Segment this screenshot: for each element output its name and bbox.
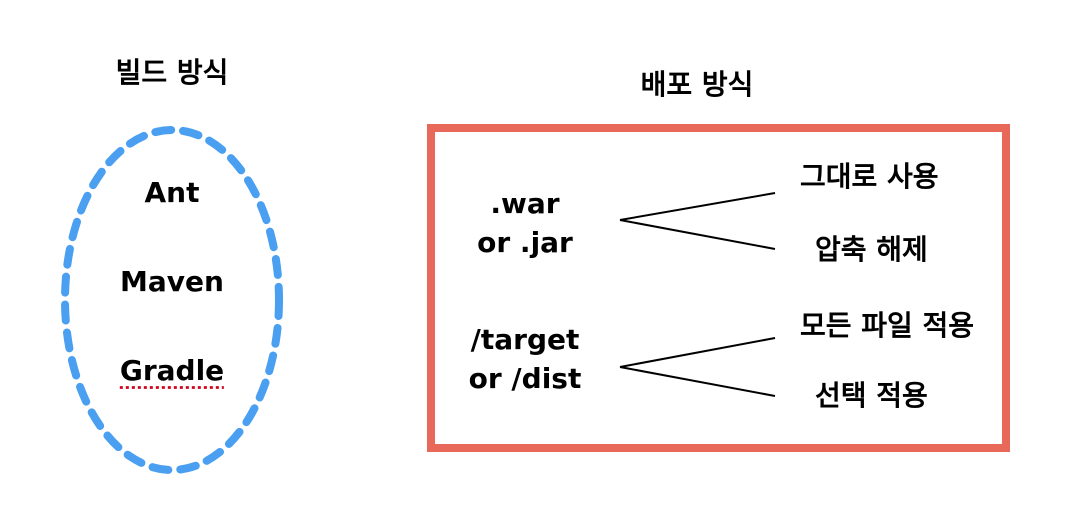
- build-method-title-text: 빌드 방식: [115, 56, 229, 89]
- build-tool-gradle: Gradle: [119, 354, 225, 387]
- target-all-files: 모든 파일 적용: [800, 309, 975, 342]
- source-target-line2: or /dist: [469, 362, 582, 396]
- deploy-method-title: 배포 방식: [640, 68, 754, 101]
- branch-line-target-to-all-files: [619, 337, 776, 368]
- deploy-box: [427, 124, 1010, 452]
- build-tool-maven: Maven: [120, 265, 224, 298]
- source-target-line2-text: or /dist: [468, 362, 582, 395]
- target-unzip: 압축 해제: [815, 233, 928, 266]
- branch-line-war-to-use-as-is: [619, 192, 776, 221]
- build-tools-ellipse: [61, 126, 283, 474]
- target-use-as-is: 그대로 사용: [800, 160, 939, 193]
- source-war-line1: .war: [490, 187, 560, 220]
- build-tool-ant: Ant: [144, 176, 200, 209]
- source-target-line1: /target: [470, 323, 580, 356]
- build-method-title: 빌드 방식: [116, 56, 229, 90]
- source-war-line2: or .jar: [477, 226, 573, 259]
- branch-line-target-to-selective: [619, 366, 776, 397]
- target-selective: 선택 적용: [815, 379, 928, 412]
- branch-line-war-to-unzip: [619, 219, 776, 250]
